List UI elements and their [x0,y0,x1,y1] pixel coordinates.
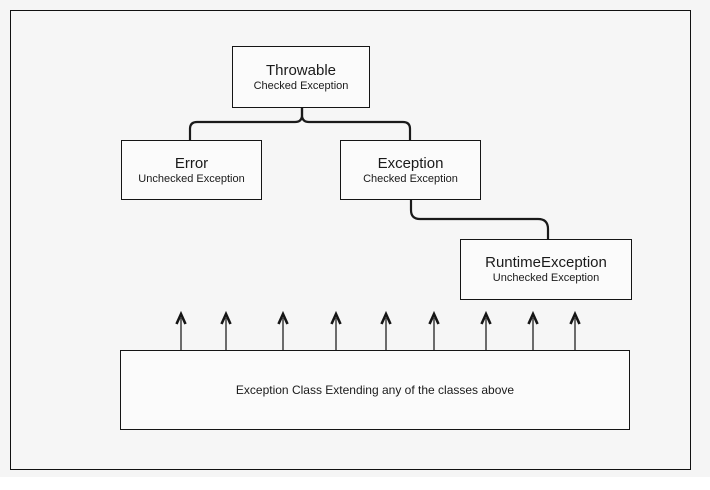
node-error-title: Error [174,154,209,172]
node-exception-subtitle: Checked Exception [363,172,458,185]
node-error-subtitle: Unchecked Exception [138,172,245,185]
up-arrow [380,310,392,350]
up-arrow [330,310,342,350]
node-runtime-exception-title: RuntimeException [485,254,607,271]
connector-throwable-error [188,108,304,140]
node-error: Error Unchecked Exception [121,140,262,200]
node-exception-title: Exception [377,154,444,172]
node-throwable-subtitle: Checked Exception [253,79,349,92]
up-arrow [277,310,289,350]
node-throwable: Throwable Checked Exception [232,46,370,108]
arrows-layer [175,310,581,350]
up-arrow [220,310,232,350]
page-bottom-strip [0,477,710,490]
up-arrow [480,310,492,350]
node-throwable-title: Throwable [265,61,337,79]
node-runtime-exception-subtitle: Unchecked Exception [492,272,600,284]
up-arrow [527,310,539,350]
node-extending-classes: Exception Class Extending any of the cla… [120,350,630,430]
up-arrow [175,310,187,350]
node-extending-classes-label: Exception Class Extending any of the cla… [235,383,515,397]
node-runtime-exception: RuntimeException Unchecked Exception [460,239,632,300]
up-arrow [428,310,440,350]
connector-throwable-exception [300,108,412,140]
up-arrow [569,310,581,350]
node-exception: Exception Checked Exception [340,140,481,200]
connector-exception-runtime [409,200,550,239]
